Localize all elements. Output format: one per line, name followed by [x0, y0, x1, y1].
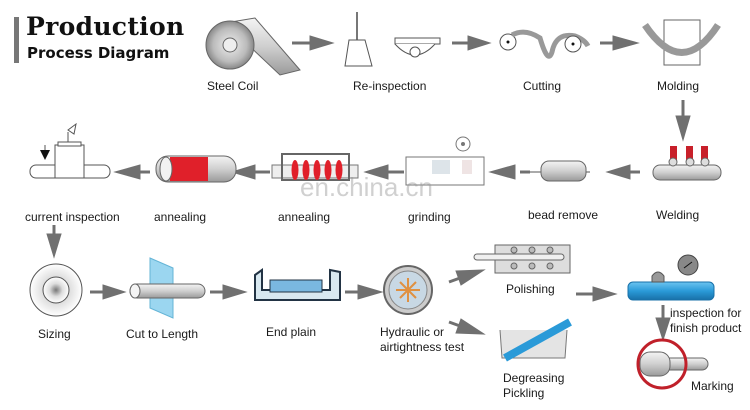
annealing-tube-icon: [155, 155, 237, 183]
label-cutting: Cutting: [523, 79, 562, 93]
arrow-welding-to-bead: [605, 164, 640, 180]
label-sizing: Sizing: [38, 327, 71, 341]
label-grinding: grinding: [408, 210, 451, 224]
cutting-icon: [499, 29, 591, 59]
label-degreasing-line2: Pickling: [503, 386, 545, 400]
label-polishing: Polishing: [506, 282, 555, 296]
arrow-molding-to-welding: [675, 100, 691, 142]
title-accent-bar: [14, 17, 19, 63]
steel-coil-icon: [205, 17, 301, 76]
label-current-inspection: current inspection: [25, 210, 120, 224]
label-bead-remove: bead remove: [528, 208, 599, 222]
arrow-cutting-to-molding: [600, 35, 640, 51]
current-inspection-icon: [29, 122, 111, 179]
arrow-coil-to-reinspection: [292, 35, 335, 51]
label-annealing-coil: annealing: [278, 210, 331, 224]
arrow-hydraulic-to-polishing: [448, 269, 486, 286]
arrow-bead-to-grinding: [488, 164, 530, 180]
arrow-current-to-sizing: [46, 225, 62, 259]
arrow-polishing-to-inspection: [576, 286, 618, 302]
arrow-endplain-to-hydraulic: [345, 284, 384, 300]
cut-to-length-icon: [129, 257, 206, 319]
label-cut-to-length: Cut to Length: [126, 327, 199, 341]
diagram-title: Production: [26, 12, 185, 41]
label-finish-inspection-line2: finish product: [670, 321, 742, 335]
degreasing-tank-icon: [499, 318, 572, 362]
arrow-sizing-to-cut: [90, 284, 127, 300]
label-steel-coil: Steel Coil: [207, 79, 259, 93]
label-end-plain: End plain: [266, 325, 317, 339]
annealing-coil-icon: [271, 153, 359, 181]
label-marking: Marking: [691, 379, 734, 393]
arrow-cut-to-endplain: [210, 284, 248, 300]
arrow-annealing-to-current: [113, 164, 150, 180]
re-inspection-icon: [344, 12, 441, 67]
welding-icon: [652, 146, 722, 181]
label-finish-inspection-line1: inspection for: [670, 306, 742, 320]
label-hydraulic-line1: Hydraulic or: [380, 325, 445, 339]
end-plain-icon: [254, 268, 341, 301]
label-annealing-tube: annealing: [154, 210, 207, 224]
label-degreasing-line1: Degreasing: [503, 371, 565, 385]
finish-inspection-icon: [627, 254, 715, 301]
arrow-grinding-to-annealing: [363, 164, 404, 180]
molding-icon: [642, 19, 721, 66]
polishing-icon: [473, 244, 571, 274]
grinding-icon: [405, 136, 485, 186]
arrow-inspection-to-marking: [655, 305, 671, 342]
bead-remove-icon: [530, 160, 590, 182]
marking-icon: [636, 338, 709, 390]
sizing-icon: [29, 263, 83, 317]
arrow-annealing-to-annealing: [230, 164, 270, 180]
label-re-inspection: Re-inspection: [353, 79, 427, 93]
flow-arrows: [46, 35, 691, 342]
arrow-hydraulic-to-degreasing: [448, 318, 486, 335]
label-hydraulic-line2: airtightness test: [380, 340, 465, 354]
label-welding: Welding: [656, 208, 700, 222]
watermark: en.china.cn: [300, 172, 433, 202]
hydraulic-test-icon: [383, 265, 433, 315]
arrow-reinspection-to-cutting: [452, 35, 492, 51]
label-molding: Molding: [657, 79, 700, 93]
diagram-subtitle: Process Diagram: [27, 44, 170, 62]
